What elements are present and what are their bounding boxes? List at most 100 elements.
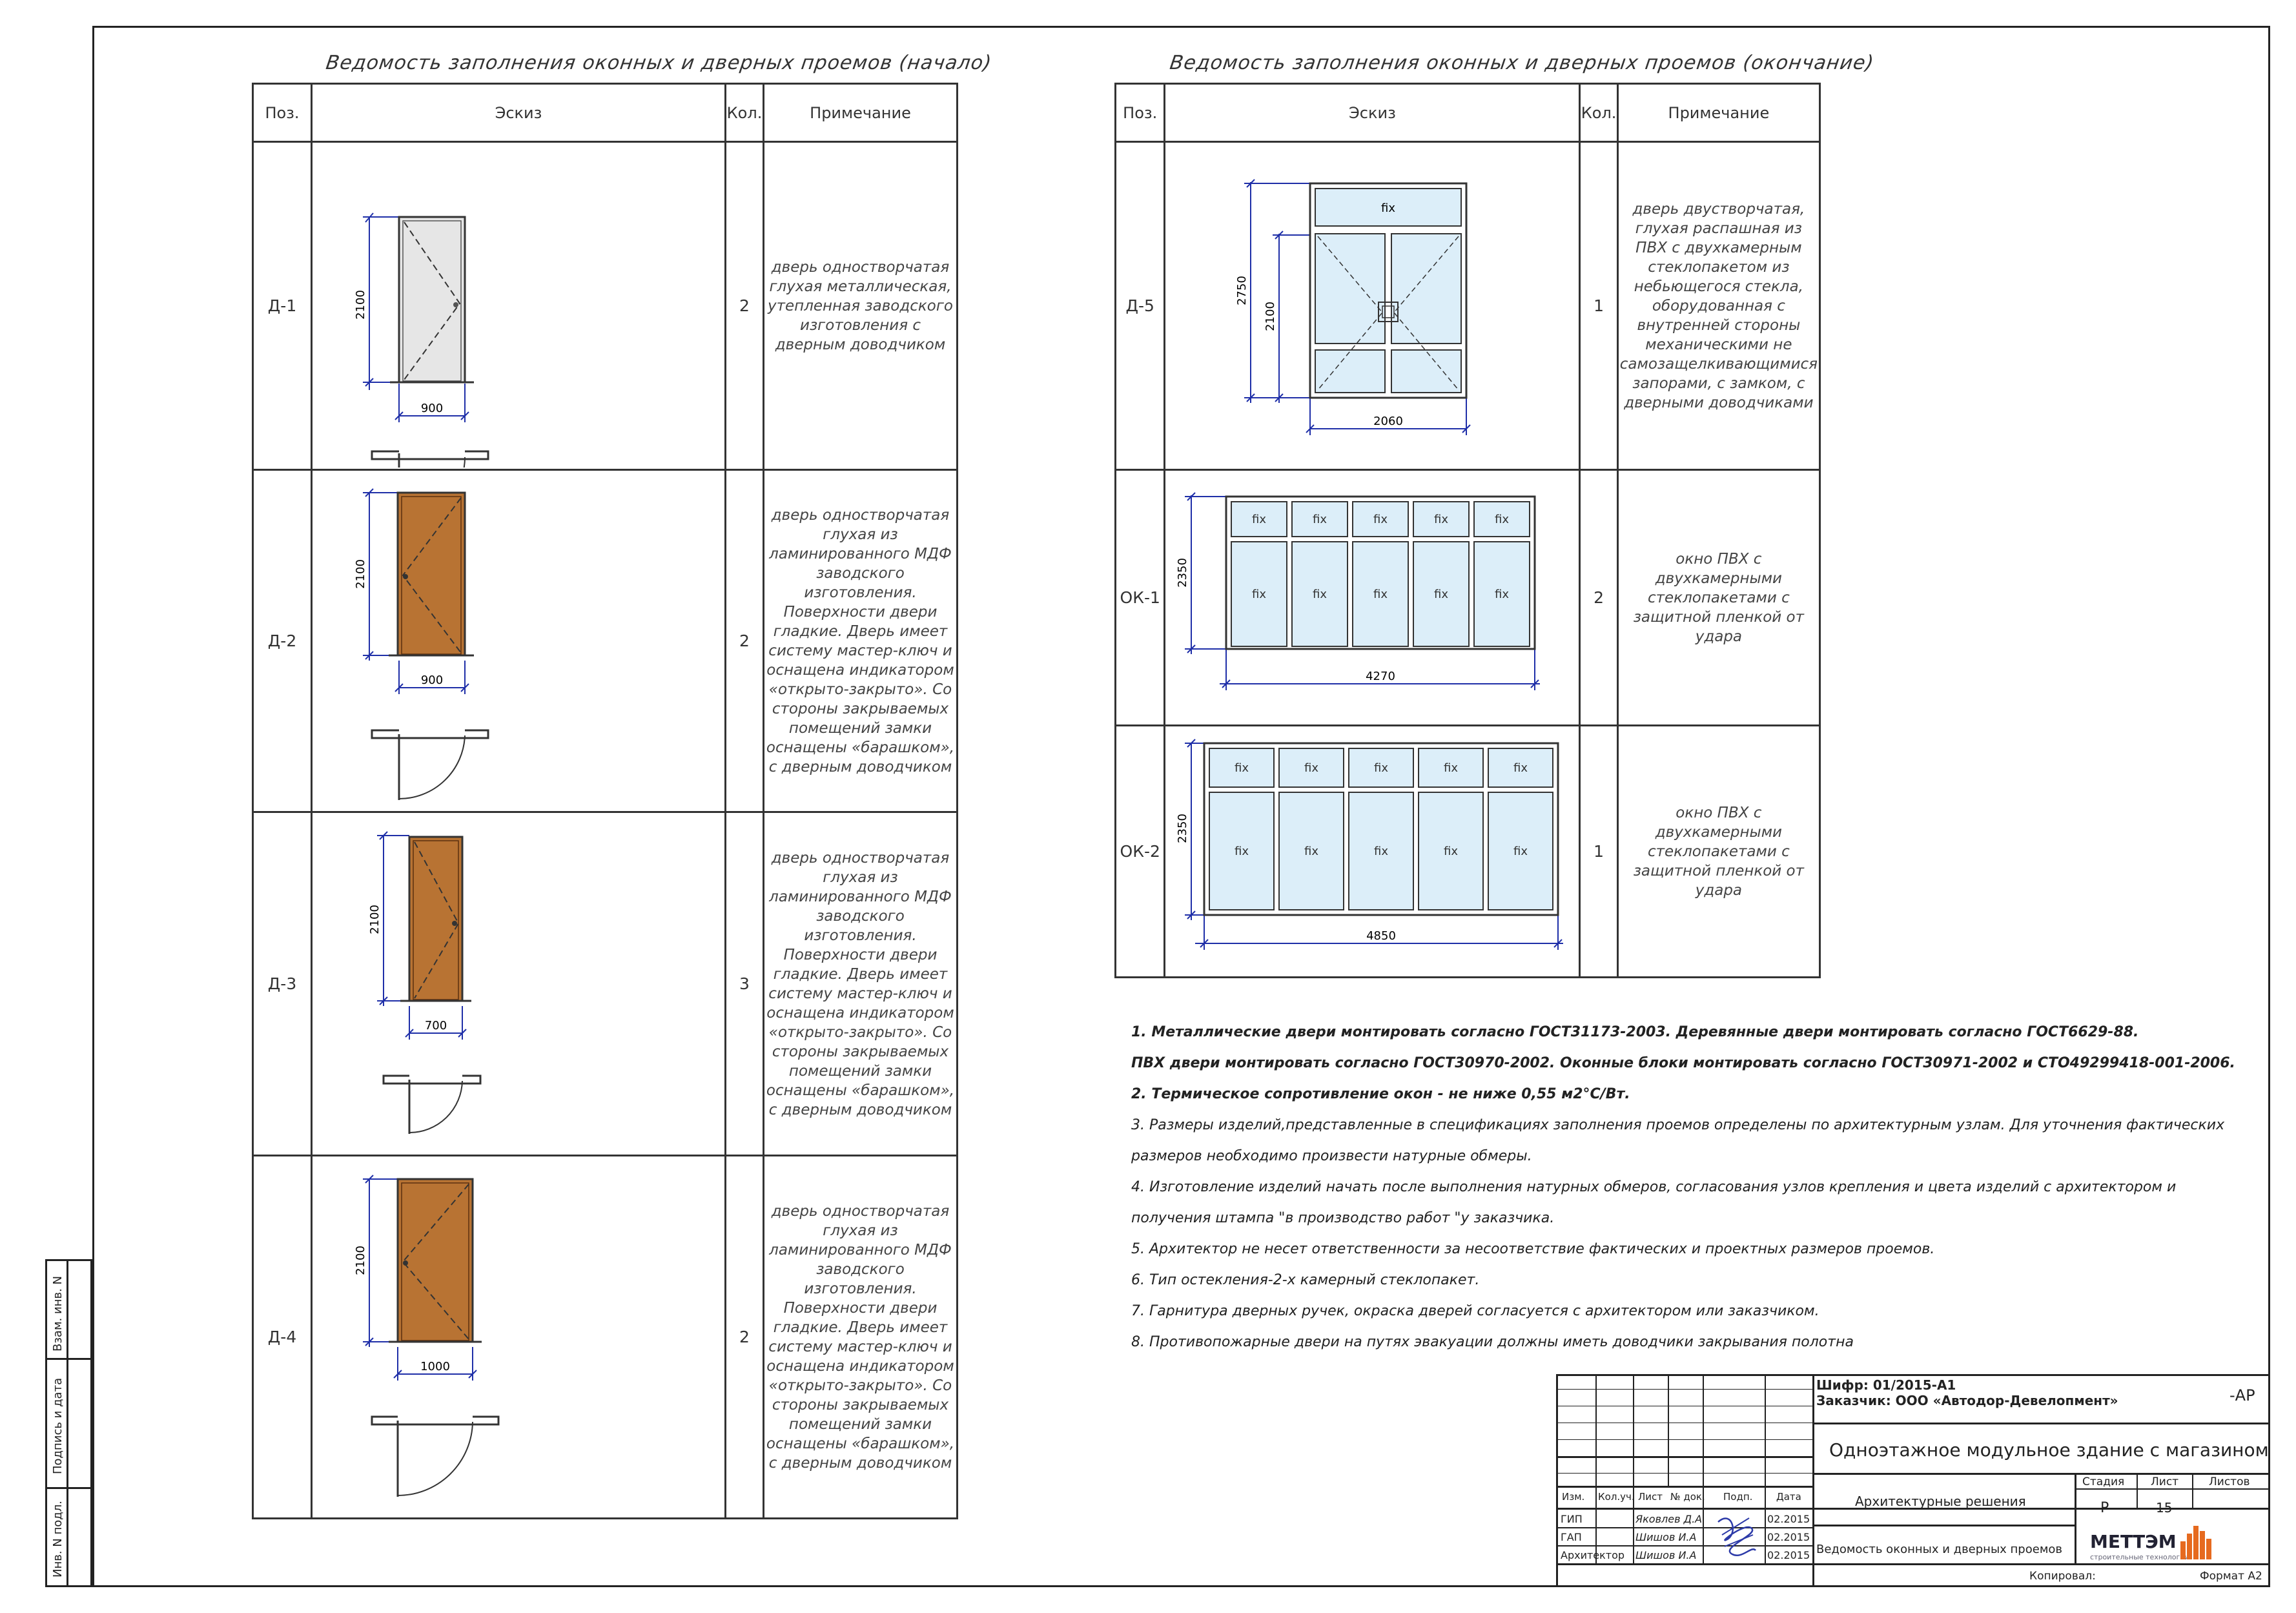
fix-label: fix (1495, 588, 1509, 601)
fix-label: fix (1513, 845, 1528, 858)
window-pane (1278, 747, 1345, 788)
stamp-stage-label: Стадия (2082, 1475, 2125, 1488)
row-note: дверь одностворчатая глухая из ламиниров… (763, 811, 958, 1156)
row-note: дверь одностворчатая глухая из ламиниров… (763, 1155, 958, 1519)
dim-width: 900 (421, 402, 443, 415)
row-pos: Д-2 (252, 469, 313, 813)
row-pos: Д-1 (252, 141, 313, 471)
note-line: 4. Изготовление изделий начать после вып… (1131, 1179, 2177, 1195)
row-note: окно ПВХ с двухкамерными стеклопакетами … (1616, 724, 1821, 978)
row-pos: Д-3 (252, 811, 313, 1156)
fix-label: fix (1374, 761, 1388, 775)
stamp-col-header: Подп. (1723, 1491, 1753, 1503)
window-pane (1278, 791, 1345, 910)
dim-width: 4850 (1367, 929, 1397, 943)
stamp-sheets-label: Листов (2209, 1475, 2250, 1488)
stamp-mark: -АР (2229, 1386, 2255, 1404)
row-pos: ОК-1 (1114, 469, 1166, 726)
door-d3-sketch: 2100 700 (368, 830, 482, 1134)
header-pos: Поз. (252, 83, 313, 143)
fix-label: fix (1313, 513, 1327, 526)
stamp-name: Яковлев Д.А (1635, 1513, 1703, 1525)
window-pane (1413, 540, 1470, 647)
fix-label: fix (1373, 588, 1388, 601)
stamp-date: 02.2015 (1767, 1549, 1810, 1561)
window-pane (1291, 500, 1349, 537)
company-logo-subtitle: строительные технологии (2090, 1553, 2189, 1561)
fix-label: fix (1513, 761, 1528, 775)
door-d4-sketch: 2100 1000 (354, 1174, 500, 1497)
side-stamp-label: Инв. N подл. (51, 1501, 65, 1577)
sheet-frame (92, 26, 2270, 1587)
fix-label: fix (1381, 201, 1395, 215)
right-table-title: Ведомость заполнения оконных и дверных п… (1168, 52, 1876, 74)
left-schedule-table: Поз. Эскиз Кол. Примечание Д-1 2100 900 (252, 83, 958, 1519)
fix-label: fix (1235, 761, 1249, 775)
stamp-cipher: Шифр: 01/2015-А1 (1816, 1377, 1956, 1393)
stamp-col-header: № док. (1670, 1491, 1705, 1503)
table-row: Д-1 2100 900 (252, 141, 958, 471)
row-note: дверь одностворчатая глухая из ламиниров… (763, 469, 958, 813)
header-sketch: Эскиз (1163, 83, 1581, 143)
fix-label: fix (1434, 513, 1448, 526)
dim-height: 2750 (1235, 276, 1249, 305)
door-d5-sketch: fix 2750 2100 2060 (1235, 178, 1471, 435)
side-stamp: Взам. инв. N Подпись и дата Инв. N подл. (45, 1259, 92, 1587)
fix-label: fix (1252, 513, 1266, 526)
stamp-role: ГИП (1561, 1513, 1583, 1525)
dim-height: 2350 (1176, 814, 1189, 843)
door-d1-sketch: 2100 900 (354, 212, 489, 467)
row-qty: 2 (724, 469, 764, 813)
general-notes: 1. Металлические двери монтировать согла… (1131, 1017, 2235, 1358)
table-row: Д-3 2100 700 (252, 811, 958, 1156)
fix-label: fix (1235, 845, 1249, 858)
note-line: 2. Термическое сопротивление окон - не н… (1131, 1086, 1630, 1102)
side-stamp-label: Подпись и дата (51, 1377, 65, 1474)
note-line: 1. Металлические двери монтировать согла… (1131, 1024, 2139, 1040)
fix-label: fix (1495, 513, 1509, 526)
window-pane (1352, 500, 1409, 537)
stamp-section: Архитектурные решения (1855, 1494, 2026, 1509)
sketch-d2: 2100 900 (311, 469, 726, 813)
stamp-sheet-label: Лист (2151, 1475, 2179, 1488)
note-line: 8. Противопожарные двери на путях эвакуа… (1131, 1334, 1854, 1350)
window-pane (1231, 540, 1288, 647)
header-pos: Поз. (1114, 83, 1166, 143)
window-pane (1473, 500, 1531, 537)
left-table-title: Ведомость заполнения оконных и дверных п… (324, 52, 994, 74)
row-note: дверь одностворчатая глухая металлическа… (763, 141, 958, 471)
row-qty: 3 (724, 811, 764, 1156)
window-pane (1418, 747, 1484, 788)
stamp-role: Архитектор (1561, 1549, 1625, 1561)
sketch-d3: 2100 700 (311, 811, 726, 1156)
fix-label: fix (1444, 761, 1458, 775)
dim-width: 2060 (1374, 415, 1404, 428)
signature-icon (1717, 1517, 1756, 1556)
window-pane (1488, 791, 1554, 910)
window-pane (1348, 791, 1415, 910)
window-pane (1413, 500, 1470, 537)
fix-label: fix (1304, 845, 1318, 858)
dim-height: 2100 (354, 559, 367, 589)
dim-width: 900 (421, 673, 443, 687)
header-note: Примечание (763, 83, 958, 143)
window-pane (1209, 747, 1275, 788)
window-pane (1418, 791, 1484, 910)
stamp-copied: Копировал: (2029, 1570, 2096, 1583)
stamp-date: 02.2015 (1767, 1513, 1810, 1525)
dim-height: 2350 (1176, 558, 1189, 588)
dim-height: 2100 (354, 290, 367, 320)
fix-label: fix (1434, 588, 1448, 601)
header-sketch: Эскиз (311, 83, 726, 143)
note-line: 3. Размеры изделий,представленные в спец… (1131, 1117, 2225, 1133)
window-pane (1209, 791, 1275, 910)
stamp-name: Шишов И.А (1635, 1549, 1697, 1561)
fix-label: fix (1444, 845, 1458, 858)
window-pane (1291, 540, 1349, 647)
header-qty: Кол. (724, 83, 764, 143)
